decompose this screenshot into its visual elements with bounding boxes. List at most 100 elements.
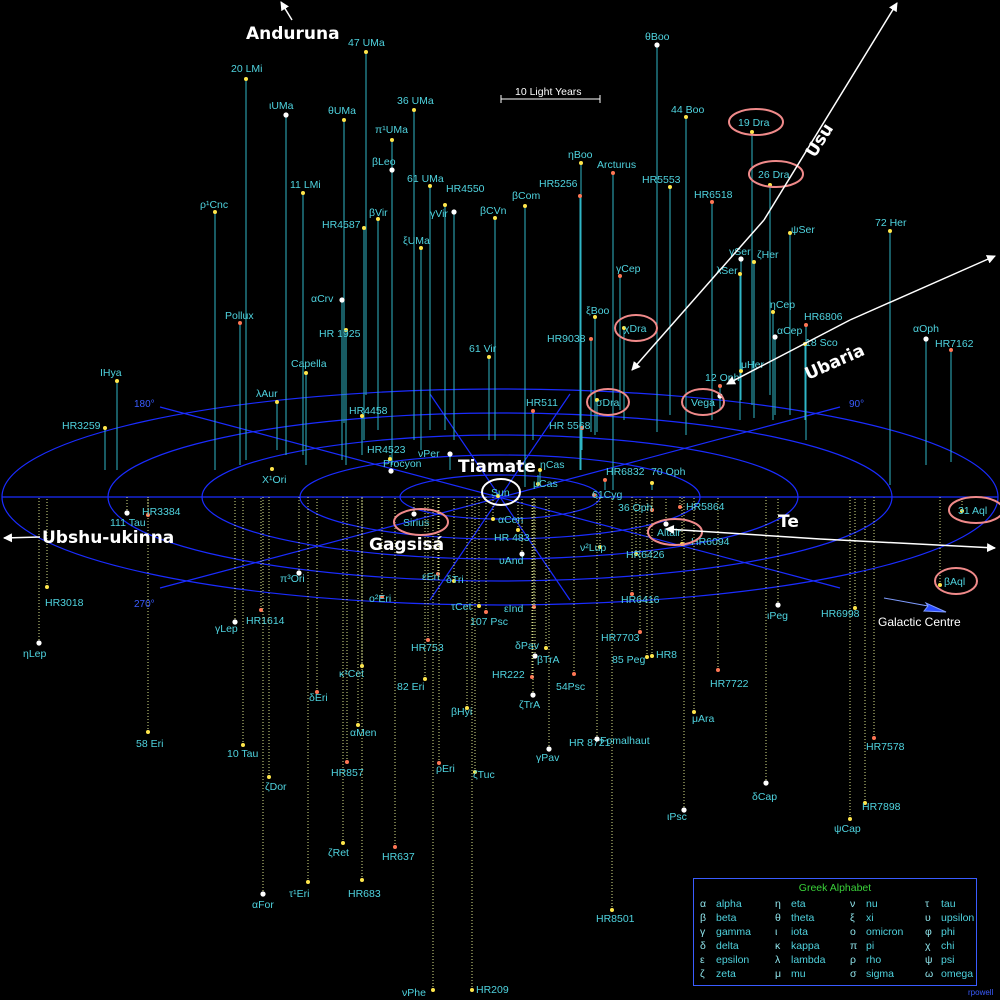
star-dot-her-46 [739,369,743,373]
star-dot-lep-94 [36,640,42,646]
arrow-te-in [665,525,821,540]
star-dot-eri-117 [437,761,441,765]
star-dot-hr-483-74 [516,528,520,532]
star-label-hr6806-38: HR6806 [804,311,843,323]
star-label-hr7898-121: HR7898 [862,801,901,813]
star-dot-leo-11 [389,167,395,173]
star-label-hr4458-53: HR4458 [349,405,388,417]
star-label-cep-31: γCep [616,263,641,275]
star-dot-pav-114 [546,746,552,752]
star-label-eri-81: εEri [422,571,440,583]
star-label-boo-9: ηBoo [568,149,593,161]
star-dot-cep-31 [618,274,622,278]
star-dot-20-lmi-1 [244,77,248,81]
greek-name: delta [716,940,739,952]
star-dot-10-tau-113 [241,743,245,747]
greek-name: lambda [791,954,826,966]
star-label-61-uma-14: 61 UMa [407,173,444,185]
arrow-ubaria-out [849,255,996,321]
star-dot-cen-72 [491,517,495,521]
star-label-hr4587-24: HR4587 [322,219,361,231]
star-label-36-oph-66: 36 Oph [618,502,653,514]
highlight-ring-dra-51 [586,388,630,416]
star-dot-3ori-80 [296,570,302,576]
star-dot-111-tau-69 [124,510,130,516]
ring-label-180: 180° [134,399,155,410]
arrow-usu-out [763,2,898,221]
highlight-ring-sirius-71 [393,508,449,536]
star-dot-hr7162-42 [949,348,953,352]
star-dot-hr8-98 [650,654,654,658]
star-label-hr3018-83: HR3018 [45,597,84,609]
star-dot-crv-32 [339,297,345,303]
star-dot-70-oph-61 [650,481,654,485]
star-label-cas-59: ηCas [540,459,565,471]
star-dot-altair-73 [663,521,669,527]
star-label-sun-64: Sun [491,487,510,499]
galactic-centre-label: Galactic Centre [878,615,961,629]
star-label-tra-106: ζTrA [519,699,540,711]
star-dot-arcturus-10 [611,171,615,175]
star-dot-fomalhaut-112 [594,736,600,742]
star-dot-dra-36 [622,326,626,330]
star-label-dra-51: σDra [596,397,620,409]
star-dot-aur-49 [275,400,279,404]
star-label-47-uma-0: 47 UMa [348,37,385,49]
star-label-hr4550-16: HR4550 [446,183,485,195]
star-dot-uma-4 [342,118,346,122]
star-label-sirius-71: Sirius [403,517,429,529]
greek-name: mu [791,968,806,980]
star-dot-hr6832-60 [603,478,607,482]
star-dot-ara-108 [692,710,696,714]
star-dot-oph-41 [923,336,929,342]
greek-name: psi [941,954,955,966]
greek-symbol: λ [775,954,781,966]
star-label-82-eri-104: 82 Eri [397,681,424,693]
greek-name: omega [941,968,974,980]
star-dot-ser-25 [788,231,792,235]
star-dot-hr6806-38 [804,323,808,327]
star-label-hr7578-115: HR7578 [866,741,905,753]
greek-symbol: μ [775,968,782,980]
greek-symbol: κ [775,940,781,952]
star-label-18-sco-40: 18 Sco [805,337,838,349]
star-dot-tra-99 [532,653,538,659]
star-dot-dra-51 [595,398,599,402]
star-dot-hr6426-78 [634,552,638,556]
star-label-leo-11: βLeo [372,156,396,168]
greek-symbol: α [700,898,707,910]
star-dot-x1ori-62 [270,467,274,471]
star-label-eri-117: ρEri [436,763,455,775]
star-label-dor-119: ζDor [265,781,287,793]
star-label-54psc-102: 54Psc [556,681,585,693]
greek-name: rho [866,954,882,966]
star-label-hr3259-55: HR3259 [62,420,101,432]
greek-name: alpha [716,898,742,910]
star-label-vega-50: Vega [691,397,715,409]
galactic-plane-grid: 180° 90° 270° [1,388,999,610]
star-label-men-110: αMen [350,727,377,739]
legend-title: Greek Alphabet [798,882,872,894]
star-label-eri-105: δEri [309,692,328,704]
star-label-for-128: αFor [252,899,274,911]
star-dot-vir-23 [451,209,457,215]
arrow-ubaria-in [726,319,851,385]
star-label-cen-72: αCen [498,514,523,526]
star-label-pav-114: γPav [536,752,560,764]
star-label-hr6832-60: HR6832 [606,466,645,478]
star-label-hr753-95: HR753 [411,642,444,654]
star-label-boo-35: ξBoo [586,305,610,317]
star-dot-ret-124 [341,841,345,845]
star-dot-hyi-107 [465,706,469,710]
star-dot-hr209-131 [470,988,474,992]
star-label-107-psc-92: 107 Psc [470,616,508,628]
greek-symbol: ν [850,898,856,910]
star-label-hr637-125: HR637 [382,851,415,863]
greek-name: tau [941,898,956,910]
star-dot-hr7722-103 [716,668,720,672]
star-dot-hr5553-12 [668,185,672,189]
